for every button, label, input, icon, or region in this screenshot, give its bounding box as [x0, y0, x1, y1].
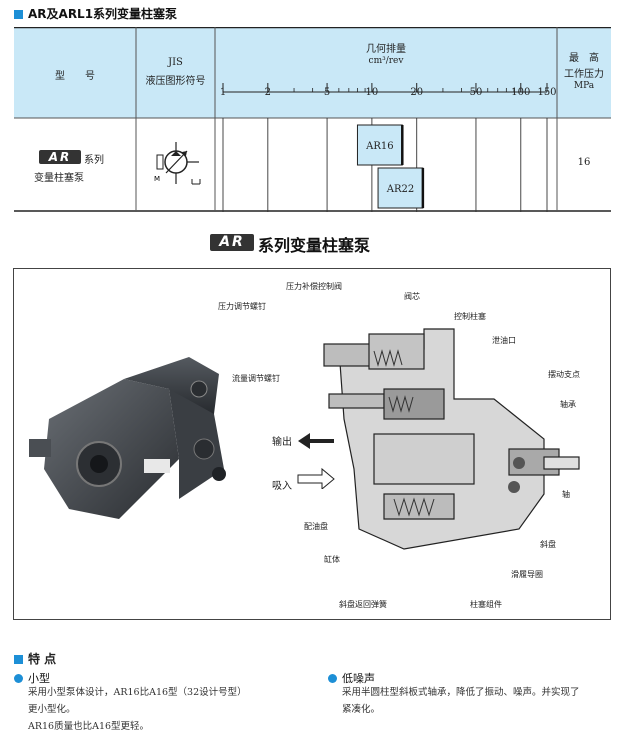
feature-1-line-1: 采用小型泵体设计，AR16比A16型（32设计号型） — [28, 687, 247, 698]
col-pressure-header-3: MPa — [573, 81, 595, 91]
label-flow-screw: 流量调节螺钉 — [232, 374, 280, 383]
bar-label: AR22 — [386, 184, 414, 195]
feature-text-1: 采用小型泵体设计，AR16比A16型（32设计号型） 更小型化。 AR16质量也… — [28, 684, 247, 735]
section-brand-logo: AR — [210, 234, 254, 251]
label-swash-plate: 斜盘 — [540, 540, 556, 549]
label-piston-assy: 柱塞组件 — [470, 600, 502, 609]
features-marker — [14, 655, 23, 664]
model-type-text: 变量柱塞泵 — [34, 173, 84, 184]
header-marker — [14, 10, 23, 19]
scale-tick-label: 1 — [220, 87, 226, 98]
feature-2-line-1: 采用半圆柱型斜板式轴承，降低了振动、噪声。并实现了 — [342, 687, 580, 698]
label-pressure-screw: 压力调节螺钉 — [218, 302, 266, 311]
outlet-arrow-icon — [298, 433, 334, 449]
col-model-header: 型 号 — [55, 71, 95, 82]
scale-tick-label: 100 — [511, 87, 530, 98]
pump-cross-section-diagram — [323, 328, 580, 550]
feature-heading-1: 小型 — [28, 672, 50, 685]
scale-tick-label: 5 — [324, 87, 330, 98]
flow-arrows — [297, 433, 335, 489]
section-title: 系列变量柱塞泵 — [258, 236, 371, 255]
label-bearing: 轴承 — [560, 400, 576, 409]
label-drain: 泄油口 — [492, 336, 516, 345]
col-jis-header-2: 液压图形符号 — [145, 76, 206, 87]
label-shaft: 轴 — [562, 490, 570, 499]
col-pressure-header-1: 最 高 — [569, 53, 599, 64]
spec-table: 型 号 JIS 液压图形符号 几何排量 cm³/rev 最 高 工作压力 MPa… — [14, 27, 611, 212]
svg-text:M: M — [154, 175, 160, 183]
label-outlet: 输出 — [272, 437, 292, 448]
label-cylinder: 缸体 — [324, 555, 340, 564]
feature-text-2: 采用半圆柱型斜板式轴承，降低了振动、噪声。并实现了 紧凑化。 — [342, 684, 580, 718]
label-inlet: 吸入 — [272, 481, 292, 492]
scale-tick-label: 10 — [366, 87, 379, 98]
displacement-bar-ar22 — [377, 167, 424, 209]
table-header-bg — [14, 27, 611, 118]
scale-tick-label: 20 — [410, 87, 423, 98]
feature-bullet-icon — [328, 674, 337, 683]
label-port-plate: 配油盘 — [304, 522, 328, 531]
feature-bullet-icon — [14, 674, 23, 683]
label-return-spring: 斜盘返回弹簧 — [339, 600, 387, 609]
label-pressure-comp: 压力补偿控制阀 — [286, 282, 342, 291]
feature-1-line-3: AR16质量也比A16型更轻。 — [28, 721, 150, 732]
feature-heading-2: 低噪声 — [342, 672, 375, 685]
displacement-bar-ar16 — [356, 124, 403, 166]
features-title: 特 点 — [28, 652, 57, 666]
inlet-arrow-icon — [297, 467, 335, 489]
pump-photo-image — [29, 357, 226, 519]
scale-tick-label: 2 — [265, 87, 271, 98]
scale-tick-label: 150 — [537, 87, 556, 98]
max-pressure-value: 16 — [577, 157, 591, 168]
col-jis-header-1: JIS — [168, 57, 183, 68]
brand-logo: AR — [39, 150, 81, 164]
label-valve-core: 阀芯 — [404, 292, 420, 301]
page-title: AR及ARL1系列变量柱塞泵 — [28, 7, 178, 21]
col-disp-header-2: cm³/rev — [368, 56, 404, 66]
label-control-piston: 控制柱塞 — [454, 312, 486, 321]
table-grid — [14, 27, 611, 212]
feature-2-line-2: 紧凑化。 — [342, 704, 381, 715]
col-disp-header-1: 几何排量 — [366, 44, 406, 55]
feature-1-line-2: 更小型化。 — [28, 704, 76, 715]
model-series-text: 系列 — [84, 155, 104, 166]
label-slipper-guide: 滑履导圈 — [511, 570, 543, 579]
scale-tick-label: 50 — [470, 87, 483, 98]
label-swing-fulcrum: 摆动支点 — [548, 370, 580, 379]
col-pressure-header-2: 工作压力 — [564, 69, 604, 80]
hydraulic-symbol-icon: M — [154, 142, 201, 185]
diagram-frame: 压力补偿控制阀 压力调节螺钉 阀芯 控制柱塞 泄油口 摆动支点 流量调节螺钉 轴… — [13, 268, 611, 620]
bar-label: AR16 — [365, 141, 393, 152]
